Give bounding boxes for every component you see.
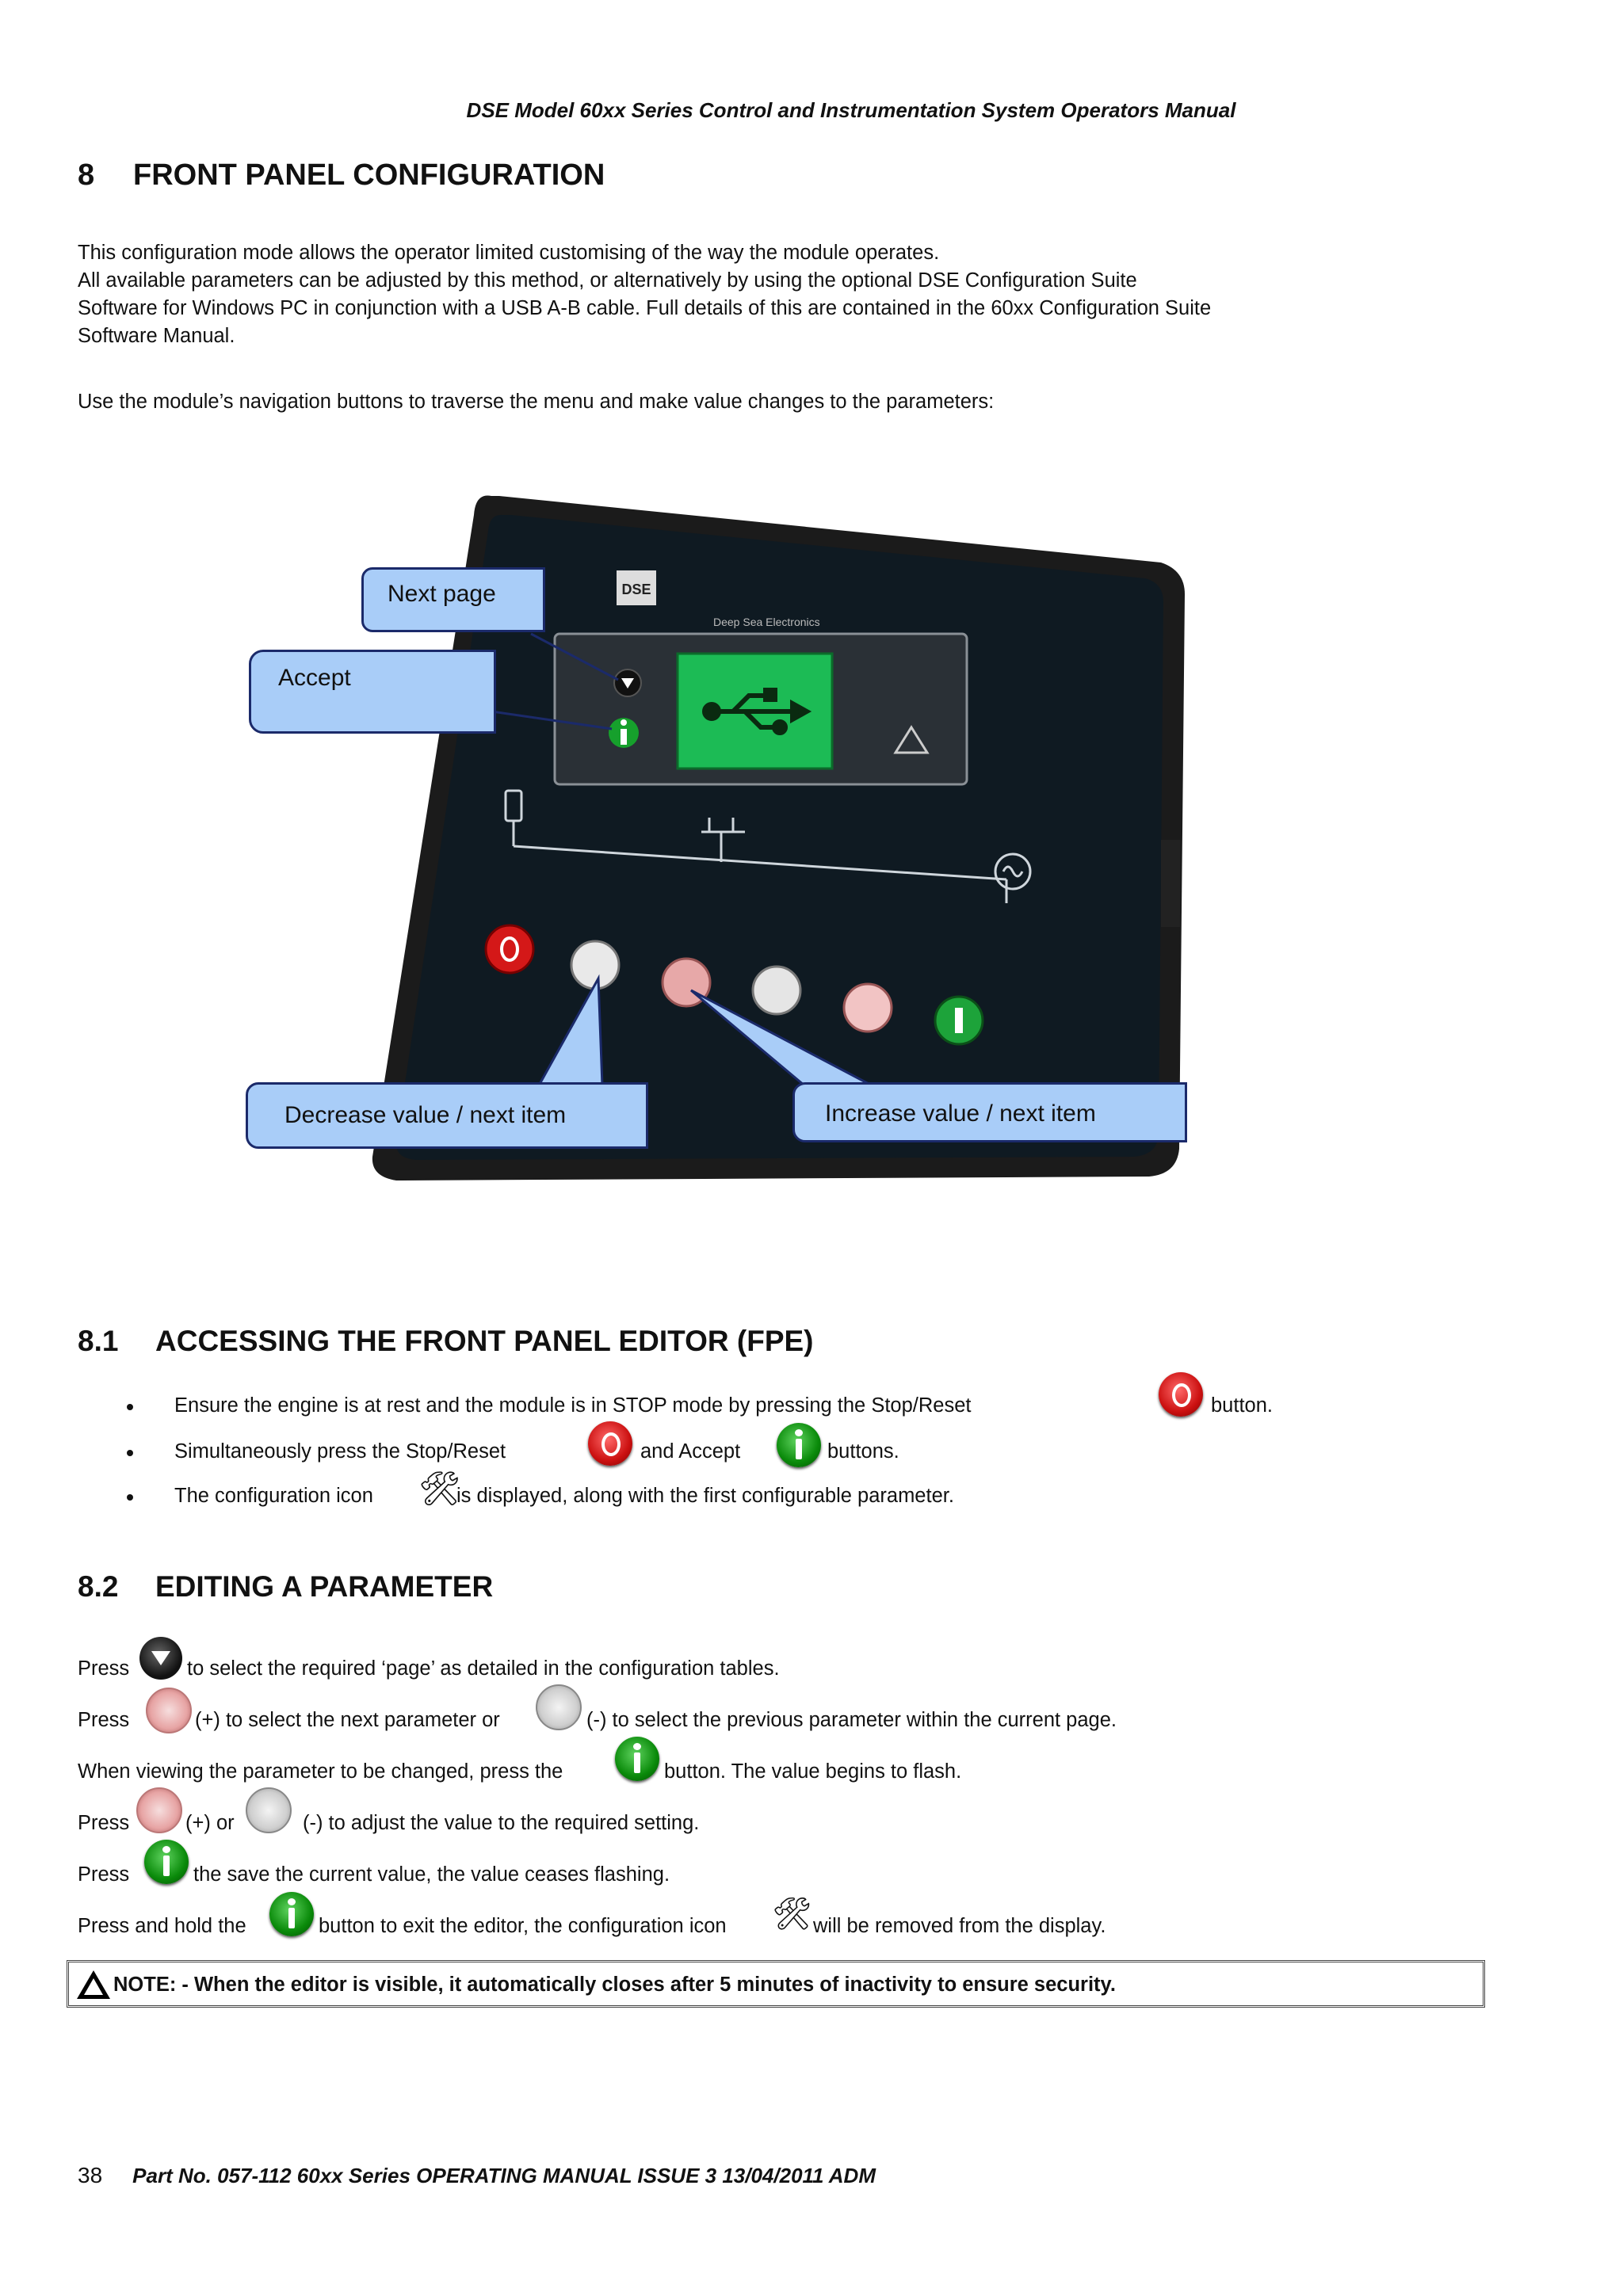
step-text: to select the required ‘page’ as detaile… <box>187 1657 780 1680</box>
section-title: FRONT PANEL CONFIGURATION <box>133 158 605 192</box>
callout-decrease: Decrease value / next item <box>246 1082 648 1149</box>
part-number: Part No. 057-112 60xx Series OPERATING M… <box>132 2164 876 2187</box>
front-panel-figure: DSE Deep Sea Electronics 6120 <box>238 475 1236 1188</box>
intro-line: This configuration mode allows the opera… <box>78 242 940 264</box>
section-8-1-heading: 8.1 ACCESSING THE FRONT PANEL EDITOR (FPE… <box>78 1325 814 1358</box>
dse-logo <box>617 570 656 605</box>
note-text: NOTE: - When the editor is visible, it a… <box>113 1974 1116 1996</box>
brand-text: DSE <box>621 582 651 597</box>
section-number: 8 <box>78 158 95 192</box>
bullet-text: The configuration icon <box>174 1485 373 1507</box>
callout-accept: Accept <box>249 650 496 734</box>
bullet-mid: and Accept <box>640 1440 741 1463</box>
module-front-panel-illustration: DSE Deep Sea Electronics 6120 <box>372 495 1186 1180</box>
next-page-icon <box>139 1637 182 1680</box>
section-title: EDITING A PARAMETER <box>155 1570 494 1603</box>
callout-increase: Increase value / next item <box>792 1082 1187 1142</box>
section-8-2-heading: 8.2 EDITING A PARAMETER <box>78 1570 493 1604</box>
auto-mode-button[interactable] <box>751 965 802 1016</box>
stop-reset-icon <box>588 1421 632 1466</box>
accept-icon <box>615 1737 659 1781</box>
stop-reset-icon <box>1159 1372 1203 1417</box>
mains-symbol-icon <box>994 852 1032 891</box>
warning-icon <box>893 725 930 754</box>
intro-line: Software Manual. <box>78 325 235 347</box>
mute-button[interactable] <box>842 982 893 1033</box>
intro-paragraph: This configuration mode allows the opera… <box>78 239 1377 350</box>
increase-icon <box>146 1688 192 1733</box>
step-text: the save the current value, the value ce… <box>193 1863 670 1886</box>
section-title: ACCESSING THE FRONT PANEL EDITOR (FPE) <box>155 1325 814 1357</box>
decrease-icon <box>536 1684 582 1730</box>
step-text: Press <box>78 1709 130 1731</box>
step-text: (-) to select the previous parameter wit… <box>586 1709 1117 1731</box>
step-text: (-) to adjust the value to the required … <box>303 1812 700 1834</box>
bullet-tail: buttons. <box>827 1440 899 1463</box>
section-8-heading: 8 FRONT PANEL CONFIGURATION <box>78 158 605 193</box>
step-text: (+) or <box>185 1812 235 1834</box>
step-text: Press <box>78 1812 130 1834</box>
step-text: button to exit the editor, the configura… <box>319 1915 727 1937</box>
bullet-tail: is displayed, along with the first confi… <box>456 1485 954 1507</box>
intro-line: Software for Windows PC in conjunction w… <box>78 297 1212 319</box>
security-note: NOTE: - When the editor is visible, it a… <box>67 1960 1485 2008</box>
step-text: Press <box>78 1863 130 1886</box>
step-text: Press and hold the <box>78 1915 246 1937</box>
intro-line: All available parameters can be adjusted… <box>78 269 1137 292</box>
section-number: 8.1 <box>78 1325 119 1357</box>
callout-next-page: Next page <box>361 567 545 632</box>
warning-note-icon <box>77 1970 110 1999</box>
decrease-icon <box>246 1787 292 1833</box>
usb-icon <box>702 688 812 735</box>
running-header: DSE Model 60xx Series Control and Instru… <box>466 98 1236 122</box>
stop-reset-button[interactable] <box>484 924 535 974</box>
step-text: When viewing the parameter to be changed… <box>78 1760 563 1783</box>
manual-mode-button[interactable] <box>570 940 621 990</box>
increase-icon <box>136 1787 182 1833</box>
accept-icon <box>144 1840 189 1884</box>
step-text: will be removed from the display. <box>813 1915 1106 1937</box>
configuration-tools-icon: 🛠 <box>418 1470 461 1507</box>
mimic-diagram <box>504 789 1008 903</box>
section-number: 8.2 <box>78 1570 119 1603</box>
maker-text: Deep Sea Electronics <box>713 616 820 628</box>
configuration-tools-icon: 🛠 <box>772 1897 812 1932</box>
bullet-text: Ensure the engine is at rest and the mod… <box>174 1394 972 1417</box>
bullet-text: Simultaneously press the Stop/Reset <box>174 1440 506 1463</box>
step-text: (+) to select the next parameter or <box>195 1709 500 1731</box>
step-line: Press <box>78 1657 130 1680</box>
accept-icon <box>269 1892 314 1936</box>
navigation-paragraph: Use the module’s navigation buttons to t… <box>78 391 995 413</box>
page-footer: 38 Part No. 057-112 60xx Series OPERATING… <box>78 2163 876 2188</box>
accept-icon <box>777 1423 821 1467</box>
bullet-tail: button. <box>1211 1394 1273 1417</box>
page-number: 38 <box>78 2163 103 2187</box>
step-text: button. The value begins to flash. <box>664 1760 962 1783</box>
